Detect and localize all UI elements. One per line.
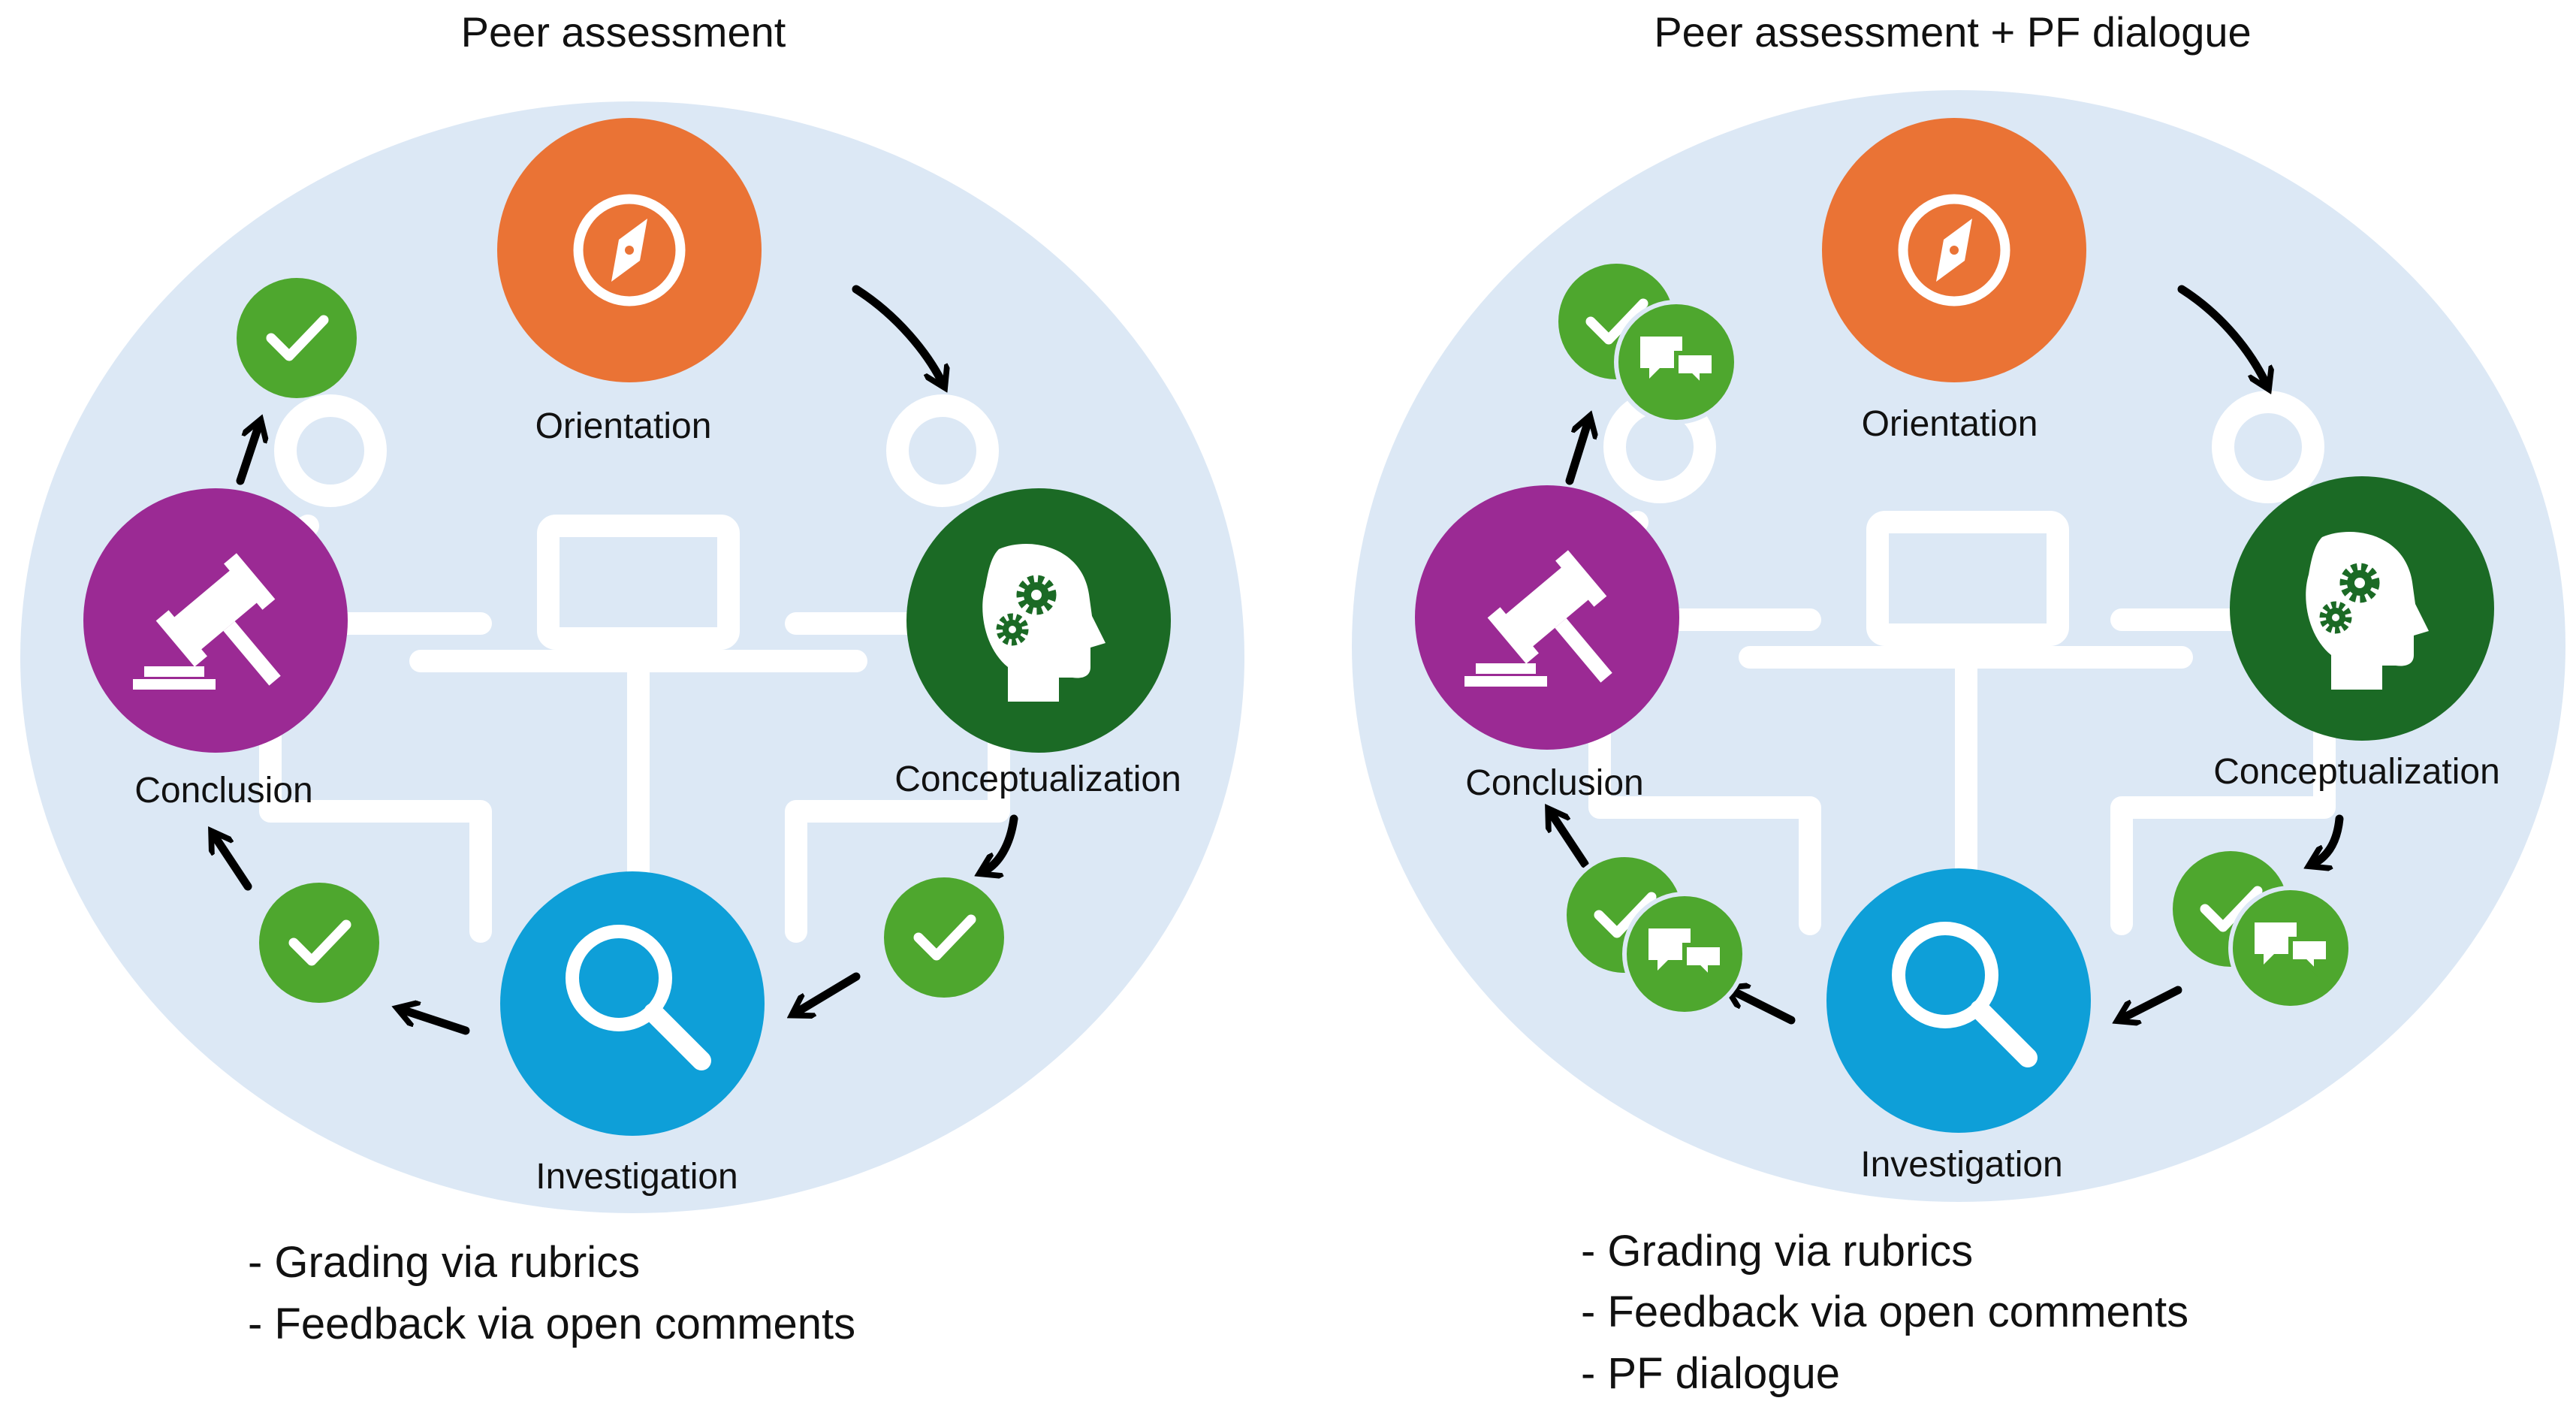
stage-conceptualization: Conceptualization: [2213, 476, 2500, 792]
checkpoint-after-investigation: [1562, 853, 1747, 1016]
bullet-item: - Grading via rubrics: [248, 1238, 640, 1287]
stage-orientation: Orientation: [497, 118, 762, 446]
bullet-item: - Feedback via open comments: [1581, 1288, 2188, 1336]
stage-conceptualization: Conceptualization: [894, 488, 1181, 799]
arrow-investigation-to-checkpoint: [1731, 990, 1796, 1025]
arrow-conclusion-to-checkpoint: [1565, 421, 1588, 485]
arrow-conceptualization-to-checkpoint: [2313, 814, 2344, 864]
stage-label: Orientation: [535, 406, 712, 446]
panel-left: Peer assessment Orientatio: [20, 8, 1244, 1348]
panel-right: Peer assessment + PF dialogue Orientatio…: [1352, 8, 2565, 1398]
cycle-arrows: [1551, 285, 2344, 1025]
stage-conclusion: Conclusion: [1415, 485, 1679, 803]
arrow-conceptualization-to-checkpoint: [984, 814, 1018, 871]
checkpoint-after-conceptualization: [884, 877, 1004, 998]
arrow-checkpoint-to-conclusion: [214, 835, 252, 891]
arrow-orientation-to-conceptualization: [852, 285, 943, 383]
checkpoint-after-conceptualization: [2168, 847, 2353, 1010]
arrow-checkpoint-to-investigation: [796, 972, 861, 1013]
stage-conclusion: Conclusion: [83, 488, 348, 811]
bullet-item: - Feedback via open comments: [248, 1300, 855, 1348]
arrow-conclusion-to-checkpoint: [236, 424, 259, 485]
stage-circle: [1826, 868, 2091, 1133]
bullet-item: - PF dialogue: [1581, 1349, 1840, 1398]
stage-label: Conceptualization: [894, 759, 1181, 799]
panel-title: Peer assessment + PF dialogue: [1654, 8, 2251, 56]
checkpoint-after-conclusion: [1554, 259, 1739, 424]
arrow-checkpoint-to-conclusion: [1551, 813, 1589, 868]
panel-title: Peer assessment: [461, 8, 786, 56]
bullet-item: - Grading via rubrics: [1581, 1227, 1973, 1276]
arrow-orientation-to-conceptualization: [2177, 285, 2267, 385]
stage-label: Conceptualization: [2213, 752, 2500, 792]
stage-orientation: Orientation: [1822, 118, 2086, 444]
stage-investigation: Investigation: [500, 871, 765, 1197]
arrow-checkpoint-to-investigation: [2122, 986, 2182, 1019]
stage-label: Conclusion: [134, 771, 312, 811]
checkpoint-after-investigation: [259, 883, 379, 1003]
checkpoint-after-conclusion: [237, 278, 357, 398]
stage-label: Investigation: [1860, 1145, 2063, 1185]
arrow-investigation-to-checkpoint: [402, 1010, 470, 1035]
stage-label: Orientation: [1862, 404, 2038, 444]
cycle-arrows: [214, 285, 1018, 1035]
stage-label: Conclusion: [1465, 763, 1643, 803]
stage-circle: [500, 871, 765, 1136]
stage-label: Investigation: [535, 1157, 738, 1197]
stage-investigation: Investigation: [1826, 868, 2091, 1185]
